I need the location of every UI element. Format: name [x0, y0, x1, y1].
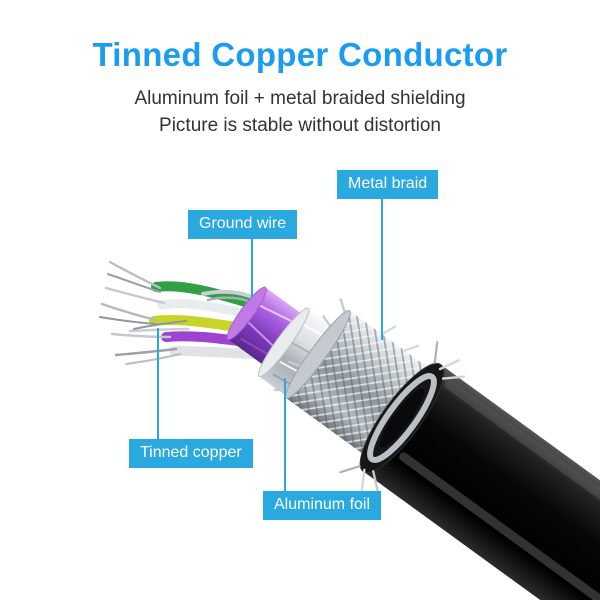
purple-foil-wrap — [226, 286, 315, 375]
copper-strand — [100, 302, 158, 322]
foil-cut-face — [257, 307, 310, 378]
outer-jacket — [359, 362, 600, 600]
tinned-copper-strands — [99, 260, 190, 365]
purple-wrap-body — [227, 287, 315, 375]
callout-aluminum-foil: Aluminum foil — [263, 491, 382, 520]
header: Tinned Copper Conductor Aluminum foil + … — [0, 36, 600, 139]
braid-ring-cross-section — [367, 372, 437, 464]
copper-strand — [125, 353, 181, 365]
callout-tinned-copper: Tinned copper — [129, 439, 253, 468]
jacket-highlight — [444, 379, 600, 600]
page-title: Tinned Copper Conductor — [92, 36, 508, 73]
subtitle-line-2: Picture is stable without distortion — [159, 115, 441, 136]
copper-strand — [110, 332, 172, 339]
braid-cut-face — [285, 309, 351, 399]
copper-strand — [133, 320, 187, 330]
copper-strand — [99, 316, 157, 325]
copper-strand — [128, 327, 190, 333]
copper-strand — [108, 260, 162, 290]
jacket-body — [361, 363, 600, 600]
callout-metal-braid: Metal braid — [337, 170, 439, 199]
braid-fray-spikes — [339, 341, 466, 494]
copper-strand — [114, 347, 178, 357]
callout-ground-wire: Ground wire — [188, 210, 298, 239]
leader-lines — [157, 197, 383, 491]
copper-strand — [107, 273, 161, 293]
jacket-highlight — [399, 452, 600, 600]
subtitle-line-1: Aluminum foil + metal braided shielding — [134, 88, 466, 109]
jacket-core-hole — [379, 388, 425, 448]
copper-strand — [104, 286, 166, 305]
purple-wrap-cut-face — [226, 286, 267, 341]
jacket-cut-face — [359, 362, 445, 474]
